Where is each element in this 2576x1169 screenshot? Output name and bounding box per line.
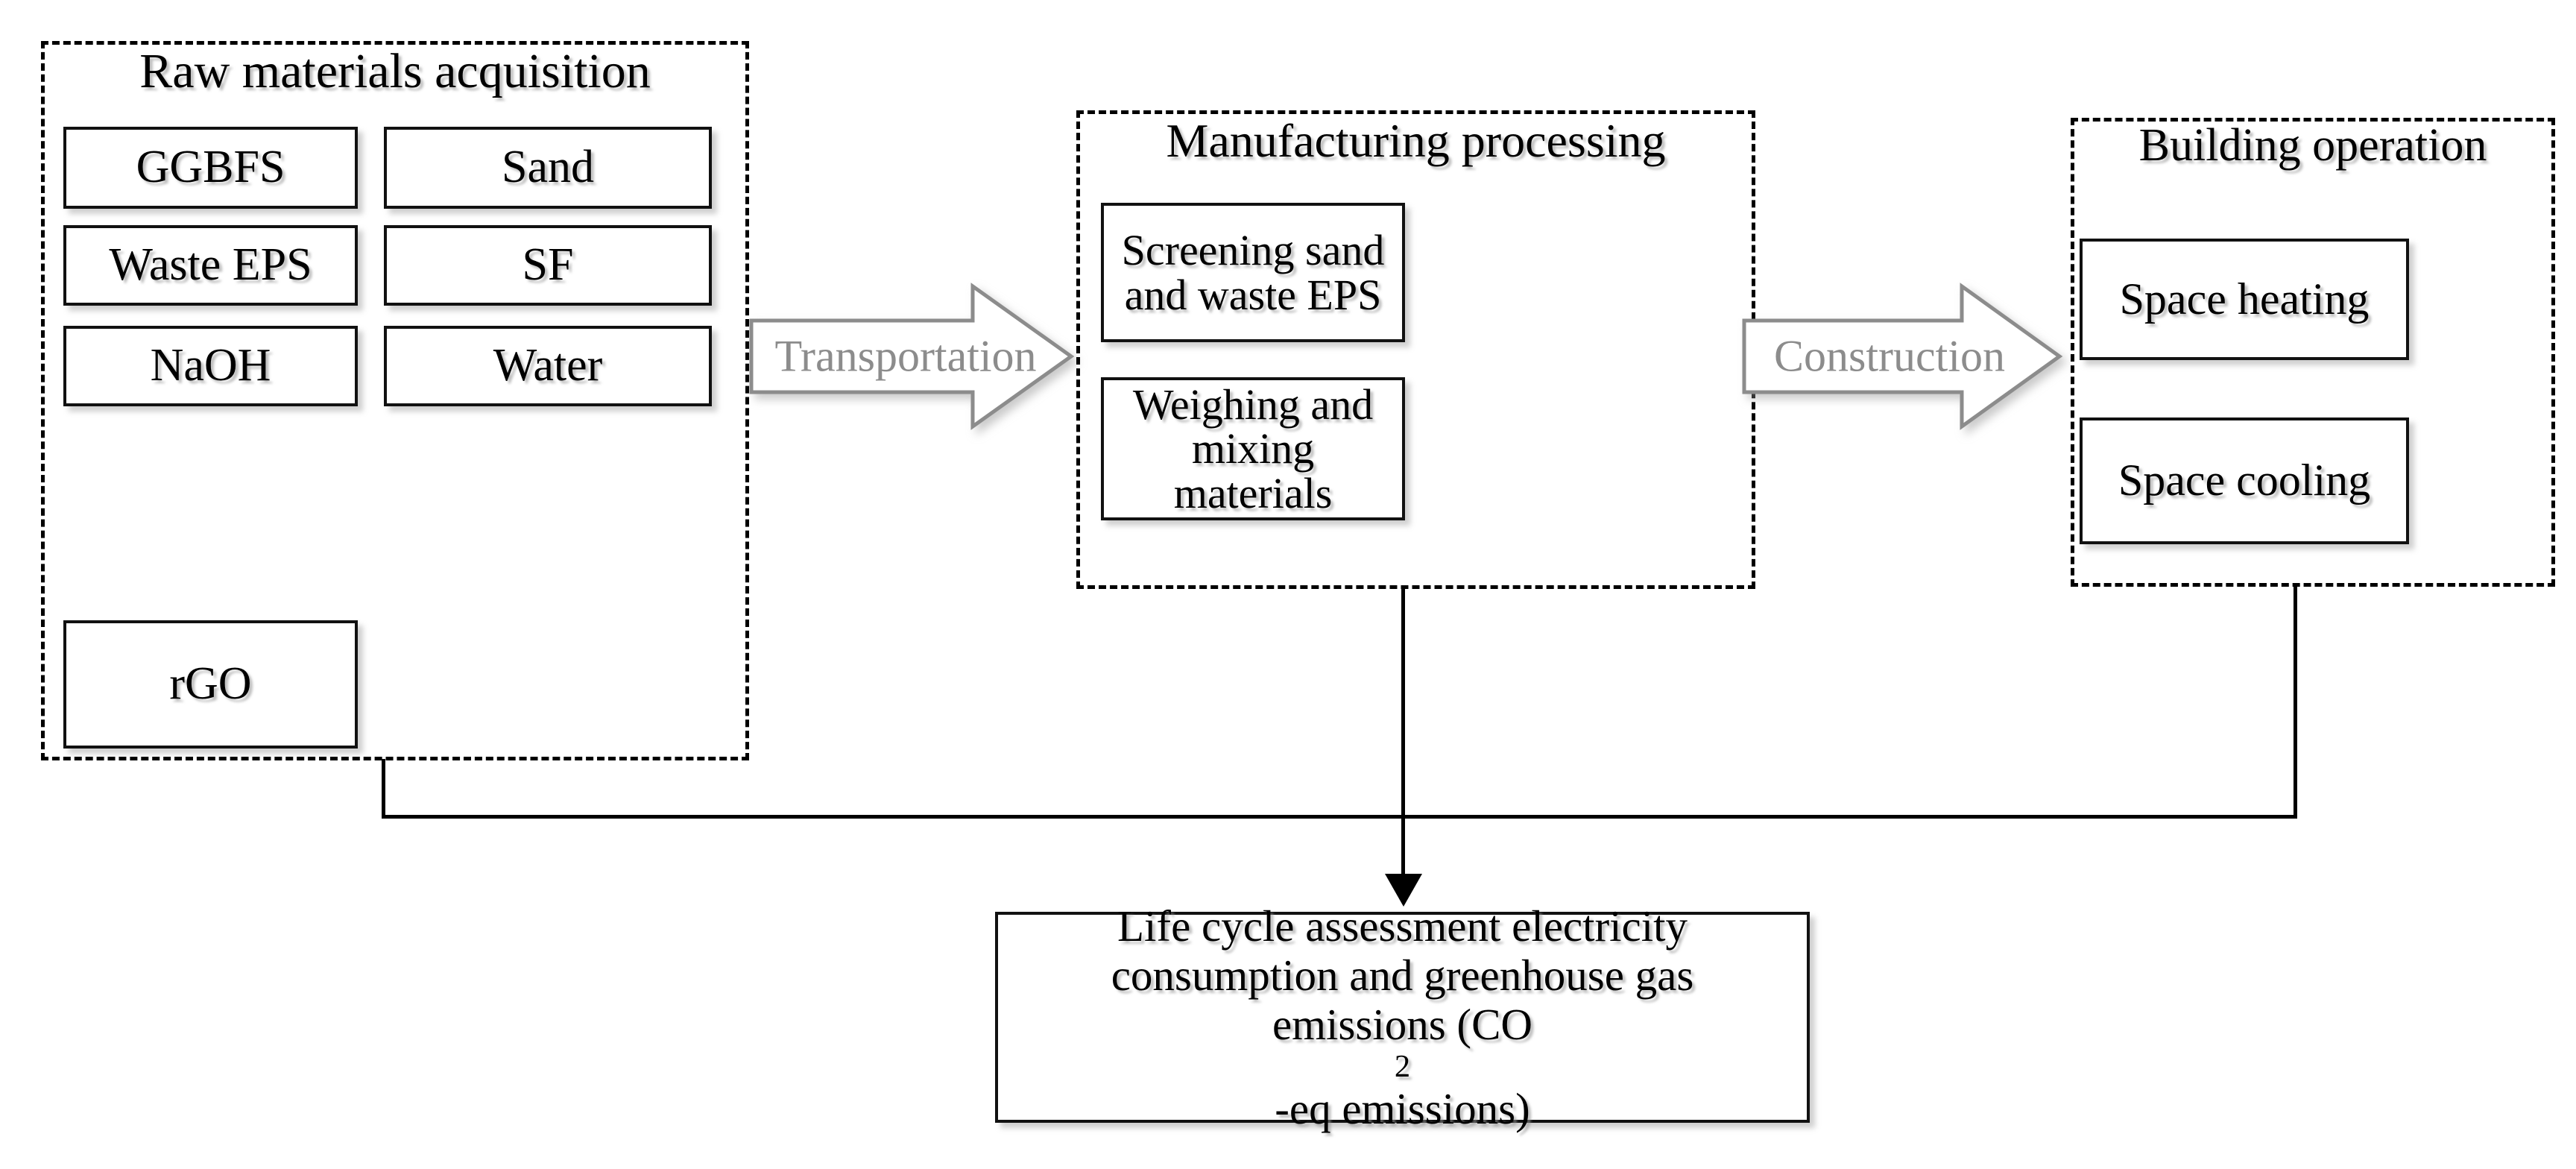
material-box-ggbfs[interactable]: GGBFS <box>63 127 358 209</box>
material-box-rgo[interactable]: rGO <box>63 620 358 749</box>
lca-outcome-line-3-suffix: -eq emissions) <box>1275 1084 1530 1134</box>
process-label-screening: Screening sand and waste EPS <box>1121 226 1385 319</box>
lca-outcome-co2-subscript: 2 <box>1394 1048 1411 1084</box>
material-box-sf[interactable]: SF <box>384 225 712 306</box>
material-label-waste-eps: Waste EPS <box>109 239 312 291</box>
material-box-waste-eps[interactable]: Waste EPS <box>63 225 358 306</box>
group-manufacturing-title: Manufacturing processing <box>1166 114 1666 167</box>
process-box-screening[interactable]: Screening sand and waste EPS <box>1101 203 1405 342</box>
material-label-naoh: NaOH <box>150 340 271 391</box>
connector-manufacturing-vertical <box>1401 587 1405 878</box>
connector-raw-materials-vertical <box>382 759 385 819</box>
operation-box-space-cooling[interactable]: Space cooling <box>2080 418 2409 544</box>
lca-outcome-line-1: Life cycle assessment electricity <box>1117 901 1688 951</box>
transportation-arrow-label: Transportation <box>774 331 1037 381</box>
group-building-operation <box>2071 118 2555 587</box>
transportation-arrow-shape <box>749 283 1075 430</box>
material-label-ggbfs: GGBFS <box>136 142 285 193</box>
connector-building-operation-vertical <box>2294 585 2297 818</box>
process-label-weighing: Weighing and mixing materials <box>1132 380 1374 517</box>
material-label-water: Water <box>493 340 603 391</box>
lca-outcome-box[interactable]: Life cycle assessment electricity consum… <box>995 901 1810 1133</box>
group-building-operation-title: Building operation <box>2138 120 2487 171</box>
material-label-rgo: rGO <box>169 658 252 710</box>
material-box-sand[interactable]: Sand <box>384 127 712 209</box>
connector-arrowhead-to-lca <box>1385 874 1422 907</box>
group-raw-materials-title: Raw materials acquisition <box>139 44 651 98</box>
connector-left-horizontal <box>382 815 1328 819</box>
connector-right-horizontal <box>1328 815 2297 819</box>
operation-label-space-heating: Space heating <box>2119 274 2370 324</box>
lca-outcome-line-2: consumption and greenhouse gas <box>1111 950 1694 1000</box>
process-box-weighing[interactable]: Weighing and mixing materials <box>1101 377 1405 520</box>
material-label-sf: SF <box>522 239 574 291</box>
material-box-naoh[interactable]: NaOH <box>63 326 358 406</box>
construction-arrow-shape <box>1742 283 2063 430</box>
operation-box-space-heating[interactable]: Space heating <box>2080 239 2409 360</box>
lca-outcome-line-3-prefix: emissions (CO <box>1272 999 1533 1049</box>
operation-label-space-cooling: Space cooling <box>2118 456 2371 505</box>
construction-arrow-label: Construction <box>1774 331 2005 381</box>
group-raw-materials <box>41 41 749 760</box>
construction-arrow: Construction <box>1742 282 2064 431</box>
material-label-sand: Sand <box>502 142 594 193</box>
material-box-water[interactable]: Water <box>384 326 712 406</box>
transportation-arrow: Transportation <box>749 282 1077 431</box>
